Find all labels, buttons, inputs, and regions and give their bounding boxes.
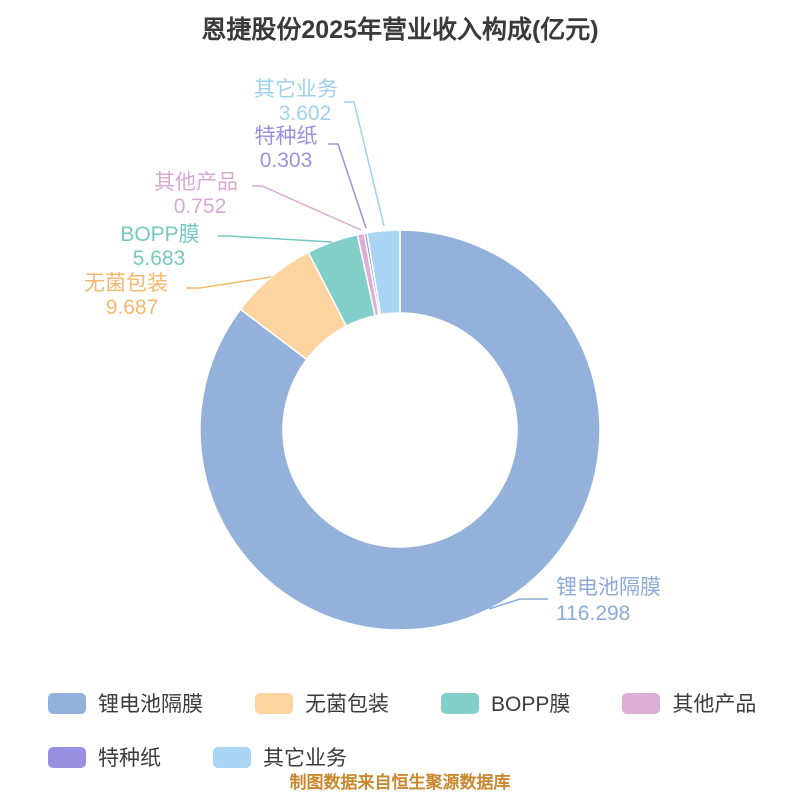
legend-swatch-1 xyxy=(255,692,293,714)
legend-swatch-3 xyxy=(622,692,661,714)
data-source-note: 制图数据来自恒生聚源数据库 xyxy=(289,773,511,792)
callout-line-1 xyxy=(186,276,272,289)
legend-item-2: BOPP膜 xyxy=(441,688,570,718)
legend-swatch-4 xyxy=(48,746,86,768)
callout-value-4: 0.303 xyxy=(260,149,313,172)
legend-label-0: 锂电池隔膜 xyxy=(98,693,203,716)
callout-value-0: 116.298 xyxy=(556,602,630,625)
pie-slice-0 xyxy=(199,229,601,631)
callout-line-4 xyxy=(328,143,367,229)
legend-item-4: 特种纸 xyxy=(48,742,161,772)
legend-swatch-0 xyxy=(48,692,86,714)
callout-label-1: 无菌包装 xyxy=(84,272,168,295)
callout-label-4: 特种纸 xyxy=(255,125,318,148)
legend: 锂电池隔膜 无菌包装 BOPP膜 其他产品特种纸 其它业务 xyxy=(48,688,778,772)
chart-title: 恩捷股份2025年营业收入构成(亿元) xyxy=(201,16,599,44)
legend-label-2: BOPP膜 xyxy=(491,693,571,716)
legend-item-5: 其它业务 xyxy=(213,742,347,772)
callout-label-2: BOPP膜 xyxy=(120,223,199,246)
callout-label-5: 其它业务 xyxy=(254,78,338,101)
callout-label-0: 锂电池隔膜 xyxy=(556,576,661,599)
legend-label-5: 其它业务 xyxy=(263,747,347,770)
callout-line-0 xyxy=(488,598,548,610)
callout-value-1: 9.687 xyxy=(106,296,159,319)
legend-item-1: 无菌包装 xyxy=(255,688,389,718)
callout-line-3 xyxy=(252,185,362,231)
callout-label-3: 其他产品 xyxy=(154,171,238,194)
callout-value-3: 0.752 xyxy=(174,195,227,218)
legend-label-3: 其他产品 xyxy=(672,693,757,716)
legend-item-3: 其他产品 xyxy=(622,688,756,718)
legend-label-4: 特种纸 xyxy=(98,747,161,770)
legend-label-1: 无菌包装 xyxy=(305,693,389,716)
legend-swatch-2 xyxy=(441,692,479,714)
callout-line-5 xyxy=(344,101,385,227)
pie-slice-5 xyxy=(366,229,401,316)
callout-value-5: 3.602 xyxy=(279,102,332,125)
callout-value-2: 5.683 xyxy=(133,247,186,270)
legend-item-0: 锂电池隔膜 xyxy=(48,688,203,718)
callout-line-2 xyxy=(218,235,333,243)
legend-swatch-5 xyxy=(213,746,251,768)
